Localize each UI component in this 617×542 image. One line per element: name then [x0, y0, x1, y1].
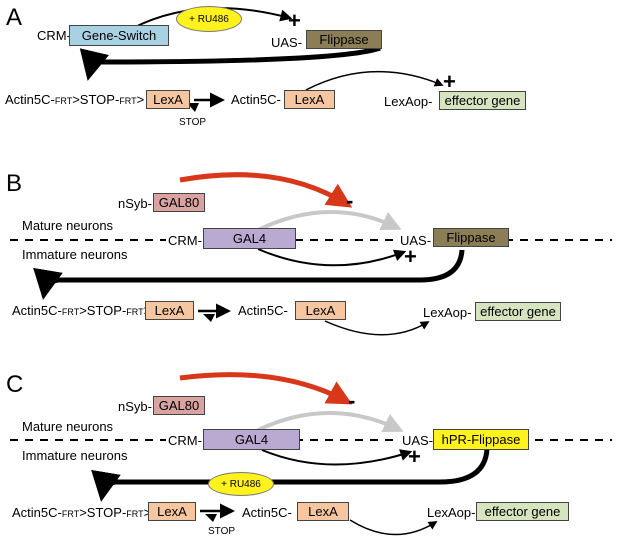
stop-label-a: STOP — [179, 117, 207, 128]
flippase-box-a: Flippase — [306, 30, 382, 49]
arrow-b-gal80-repression — [179, 172, 353, 208]
stop-cassette-b: >STOP- — [79, 303, 127, 318]
actin-close-c: > — [144, 505, 152, 520]
lexa-box-a-1: LexA — [146, 90, 190, 109]
frt-2-b: FRT — [126, 307, 144, 317]
lexa-box-c-1: LexA — [148, 502, 196, 521]
lexaop-prefix-a: LexAop- — [384, 94, 433, 109]
immature-neurons-label-c: Immature neurons — [22, 448, 128, 463]
actin-prefix-b: Actin5C- — [12, 303, 62, 318]
arrow-b-lexa-to-lexaop — [324, 320, 430, 336]
effector-gene-box-c: effector gene — [476, 502, 569, 521]
arrow-c-gal4-inactive — [257, 411, 404, 433]
crm-prefix-b: CRM- — [166, 233, 204, 248]
lexa-box-a-2: LexA — [284, 90, 335, 109]
gal4-box-b: GAL4 — [203, 228, 296, 249]
minus-sign-c: - — [348, 388, 356, 413]
panel-label-c: C — [6, 371, 24, 398]
actin-construct-label-b: Actin5C-FRT>STOP-FRT> — [12, 304, 151, 317]
effector-gene-box-a: effector gene — [439, 91, 526, 110]
uas-prefix-c: UAS- — [400, 433, 436, 448]
frt-2-a: FRT — [119, 96, 137, 106]
arrow-c-flippase-to-actin — [91, 448, 490, 502]
arrow-a-flippase-to-actin — [79, 45, 381, 81]
gene-switch-box-a: Gene-Switch — [69, 25, 169, 46]
panel-label-a: A — [6, 4, 23, 31]
frt-1-c: FRT — [61, 509, 80, 519]
actin-close-a: > — [136, 92, 145, 107]
gal4-box-c: GAL4 — [203, 429, 300, 450]
actin-prefix-after-c: Actin5C- — [242, 505, 292, 520]
actin-construct-label-a: Actin5C-FRT>STOP-FRT> — [5, 93, 144, 106]
arrow-c-lexa-to-lexaop — [349, 519, 438, 536]
arrow-c-gal80-repression — [179, 372, 353, 405]
mature-neurons-label-b: Mature neurons — [22, 218, 114, 233]
lexaop-prefix-c: LexAop- — [427, 505, 476, 520]
uas-prefix-b: UAS- — [398, 233, 434, 248]
stop-marker-a — [187, 103, 199, 112]
actin-prefix-c: Actin5C- — [12, 505, 62, 520]
flippase-box-b: Flippase — [433, 228, 509, 247]
stop-marker-b — [203, 314, 215, 322]
gal80-box-b: GAL80 — [153, 193, 205, 212]
stop-cassette-a: >STOP- — [72, 92, 120, 107]
plus-sign-b: + — [404, 244, 417, 269]
crm-prefix-a: CRM- — [37, 28, 71, 43]
arrow-c-gal4-active — [261, 449, 413, 466]
lexa-box-c-2: LexA — [297, 502, 349, 521]
actin-prefix-after-a: Actin5C- — [231, 92, 281, 107]
crm-prefix-c: CRM- — [166, 433, 204, 448]
ru486-badge-c: + RU486 — [208, 472, 274, 496]
arrow-a-lexa-to-lexaop — [305, 70, 444, 91]
mature-neurons-label-c: Mature neurons — [22, 419, 114, 434]
lexa-box-b-1: LexA — [145, 301, 194, 320]
frt-1-b: FRT — [61, 307, 80, 317]
minus-sign-b: - — [346, 188, 354, 213]
nsyb-prefix-c: nSyb- — [118, 399, 152, 414]
actin-construct-label-c: Actin5C-FRT>STOP-FRT> — [12, 506, 151, 519]
panel-label-b: B — [6, 170, 23, 197]
plus-sign-a-lexaop: + — [443, 69, 456, 94]
stop-marker-c — [205, 514, 217, 522]
uas-prefix-a: UAS- — [271, 35, 303, 50]
actin-prefix-after-b: Actin5C- — [238, 303, 288, 318]
effector-gene-box-b: effector gene — [475, 302, 561, 321]
stop-cassette-c: >STOP- — [79, 505, 127, 520]
plus-sign-a-uas: + — [288, 8, 301, 33]
stop-label-c: STOP — [208, 526, 236, 537]
hpr-flippase-box-c: hPR-Flippase — [433, 429, 529, 450]
plus-sign-c: + — [408, 444, 421, 469]
frt-2-c: FRT — [126, 509, 144, 519]
arrow-b-gal4-active — [257, 248, 407, 267]
arrow-b-flippase-to-actin — [33, 249, 465, 300]
immature-neurons-label-b: Immature neurons — [22, 247, 128, 262]
arrow-b-gal4-inactive — [257, 210, 402, 232]
gal80-box-c: GAL80 — [153, 396, 205, 415]
lexa-box-b-2: LexA — [295, 301, 346, 320]
nsyb-prefix-b: nSyb- — [118, 196, 152, 211]
actin-prefix-a: Actin5C- — [5, 92, 55, 107]
frt-1-a: FRT — [54, 96, 73, 106]
ru486-badge-a: + RU486 — [176, 6, 242, 32]
lexaop-prefix-b: LexAop- — [423, 305, 472, 320]
